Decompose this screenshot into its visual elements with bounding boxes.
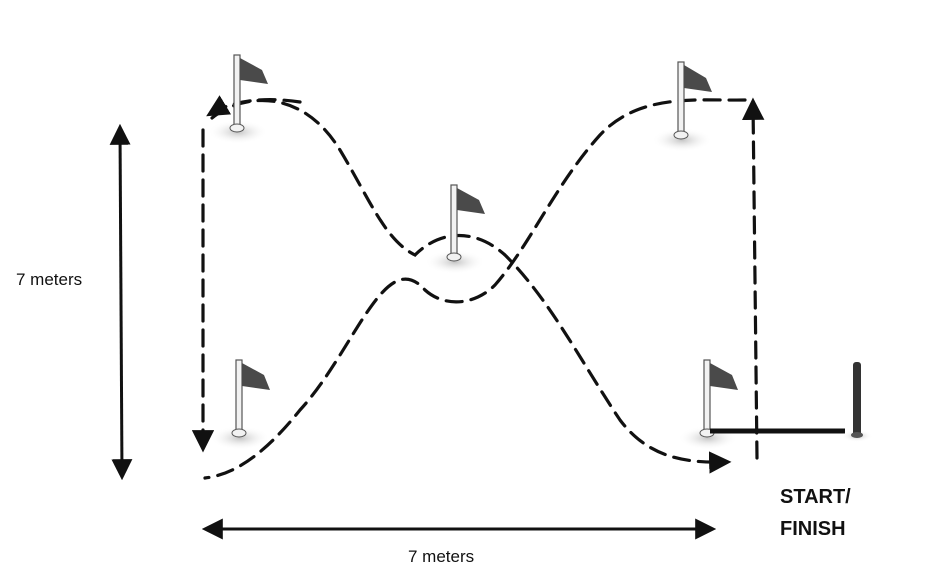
- flag-pennant: [242, 363, 270, 390]
- flag-bottom-left: [210, 359, 270, 450]
- path-right-upward: [742, 97, 765, 460]
- flag-pennant: [457, 188, 485, 214]
- path-topleft-arrow: [206, 95, 302, 117]
- flag-base: [229, 123, 245, 133]
- horizontal-dimension-label: 7 meters: [408, 547, 475, 566]
- gate-post-base: [851, 432, 863, 438]
- flag-shadow: [652, 128, 712, 152]
- gate-post: [853, 362, 861, 436]
- flag-pennant: [710, 363, 738, 390]
- flag-bottom-right: [678, 359, 738, 450]
- course-path: [191, 95, 765, 480]
- flag-pole: [450, 184, 458, 260]
- flag-shadow: [425, 250, 485, 274]
- vertical-dimension-label: 7 meters: [16, 270, 83, 289]
- flag-top-right: [652, 61, 712, 152]
- flag-base: [231, 428, 247, 438]
- path-topright-to-bottomleft: [203, 98, 747, 480]
- flag-pennant: [684, 65, 712, 92]
- flag-base: [446, 252, 462, 262]
- flag-base: [673, 130, 689, 140]
- flag-top-left: [208, 54, 268, 144]
- flag-shadow: [210, 426, 270, 450]
- start-finish-label: START/ FINISH: [780, 481, 851, 545]
- vertical-dimension-arrow: [109, 123, 133, 481]
- path-topleft-to-bottomright: [210, 98, 732, 474]
- start-finish-gate: [710, 362, 873, 442]
- flag-pennant: [240, 58, 268, 84]
- start-label: START/: [780, 486, 851, 508]
- flag-pole: [235, 359, 243, 436]
- finish-label: FINISH: [780, 518, 846, 540]
- flag-pole: [233, 54, 241, 131]
- flag-center: [425, 184, 485, 274]
- flag-pole: [703, 359, 711, 436]
- flag-pole: [677, 61, 685, 138]
